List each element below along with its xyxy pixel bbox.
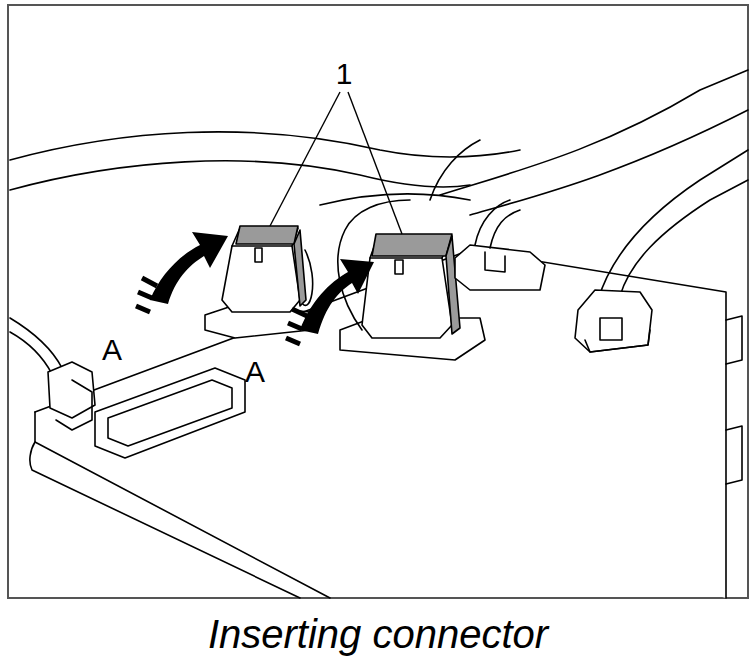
- insert-arrow: [136, 232, 374, 344]
- callout-number: 1: [336, 59, 353, 89]
- illustration-lines: [10, 70, 748, 598]
- leader-line: [270, 92, 402, 234]
- figure-frame: [8, 5, 748, 598]
- view-marker: A: [245, 357, 265, 387]
- figure-caption: Inserting connector: [0, 612, 756, 656]
- view-marker: A: [102, 335, 122, 365]
